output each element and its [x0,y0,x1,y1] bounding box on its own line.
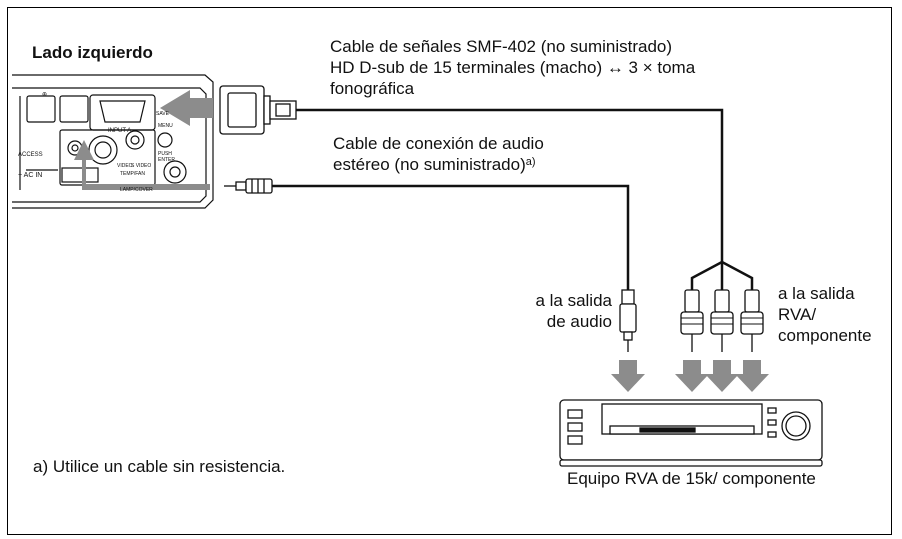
audio-out-label-1: a la salida [535,291,612,310]
signal-cable-label-3: fonográfica [330,79,415,98]
cables [272,108,754,290]
audio-cable-label-1: Cable de conexión de audio [333,134,544,153]
audio-mini-plug [224,178,273,194]
panel-lamp-label: LAMP/COVER [120,187,153,193]
rgb-out-label-1: a la salida [778,284,855,303]
figure-frame [7,7,892,535]
panel-push-label: PUSH [158,151,172,157]
rca-plugs [680,289,764,352]
panel-video-label: VIDEO [117,163,133,169]
audio-out-label-2: de audio [546,312,612,331]
panel-ac-label: ~ AC IN [18,172,43,179]
vga-connector-plug [219,85,297,135]
rca-plug-bands [681,317,763,325]
panel-enter-label: ENTER [158,157,175,163]
usb-icon: ⊕ [42,92,47,98]
footnote-mark: a) [525,156,536,168]
panel-input-label: INPUT A [108,128,132,134]
rgb-out-label-2: RVA/ [778,305,817,324]
panel-temp-label: TEMP/FAN [120,171,146,177]
down-arrows [611,360,769,392]
insert-arrows [74,90,213,190]
signal-cable-label-1: Cable de señales SMF-402 (no suministrad… [330,37,673,56]
audio-plug-vertical [619,289,637,352]
signal-cable-label-2: HD D-sub de 15 terminales (macho) ↔ 3 × … [330,58,696,77]
vcr-equipment [559,399,823,467]
equipment-label: Equipo RVA de 15k/ componente [567,469,816,488]
rgb-out-label-3: componente [778,326,872,345]
panel-save-label: SAVE [156,111,169,117]
panel-menu-label: MENU [158,123,173,129]
footnote: a) Utilice un cable sin resistencia. [33,457,286,476]
panel-svideo-label: S VIDEO [131,163,152,169]
heading-left-side: Lado izquierdo [32,43,153,62]
audio-cable-label-2: estéreo (no suministrado)a) [333,155,536,174]
panel-access-label: ACCESS [18,152,43,158]
